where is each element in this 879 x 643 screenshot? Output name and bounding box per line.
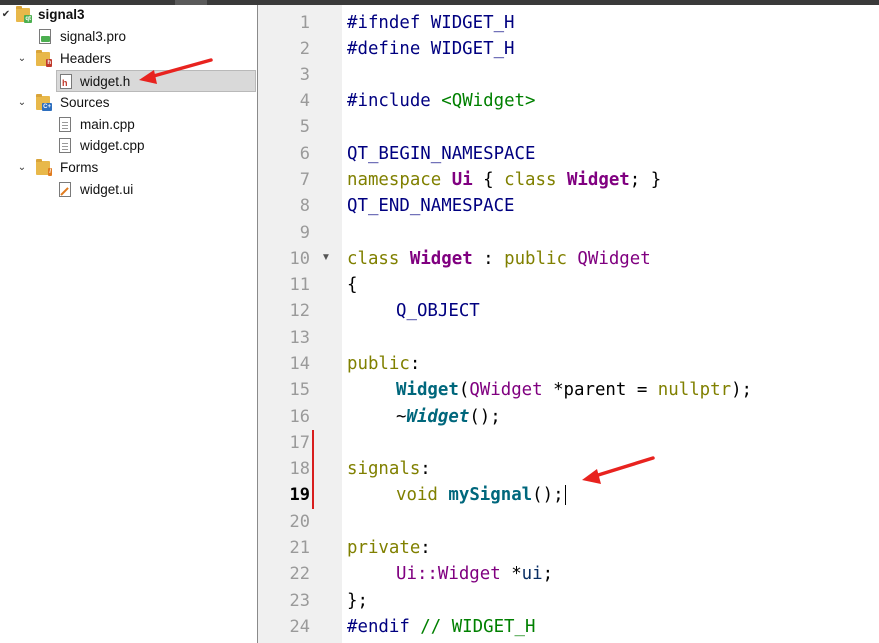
code-line: #define WIDGET_H — [347, 39, 515, 59]
code-line: Q_OBJECT — [396, 301, 480, 321]
tree-item-forms[interactable]: ⌄ / Forms — [0, 157, 257, 179]
tree-item-widget-ui[interactable]: widget.ui — [0, 179, 257, 201]
project-folder-icon: qt — [16, 6, 32, 23]
top-bar-segment — [175, 0, 207, 5]
tree-item-widget-h[interactable]: h widget.h — [56, 70, 256, 92]
ui-file-icon — [59, 182, 71, 197]
code-line: #include <QWidget> — [347, 91, 536, 111]
line-number: 17 — [289, 433, 310, 453]
modified-lines-marker — [312, 430, 314, 509]
code-line: signals: — [347, 459, 431, 479]
forms-label: Forms — [60, 160, 99, 175]
line-number: 9 — [299, 223, 310, 243]
chevron-down-icon[interactable]: ⌄ — [17, 162, 27, 173]
code-line: Ui::Widget *ui; — [396, 564, 554, 584]
tree-item-sources[interactable]: ⌄ C+ Sources — [0, 92, 257, 114]
project-name: signal3 — [38, 7, 85, 22]
code-line: namespace Ui { class Widget; } — [347, 170, 662, 190]
tree-item-main-cpp[interactable]: main.cpp — [0, 114, 257, 136]
tree-item-pro-file[interactable]: signal3.pro — [0, 26, 257, 48]
code-line: public: — [347, 354, 421, 374]
tree-item-headers[interactable]: ⌄ h Headers — [0, 48, 257, 70]
line-number: 6 — [299, 144, 310, 164]
line-number: 3 — [299, 65, 310, 85]
line-number: 16 — [289, 407, 310, 427]
code-line: QT_END_NAMESPACE — [347, 196, 515, 216]
sources-folder-icon: C+ — [36, 94, 52, 111]
line-number: 22 — [289, 564, 310, 584]
main-cpp-label: main.cpp — [80, 117, 135, 132]
forms-folder-icon: / — [36, 159, 52, 176]
top-bar — [0, 0, 879, 5]
line-number: 11 — [289, 275, 310, 295]
line-number-current: 19 — [289, 485, 310, 505]
tree-item-widget-cpp[interactable]: widget.cpp — [0, 135, 257, 157]
headers-folder-icon: h — [36, 50, 52, 67]
line-number: 12 — [289, 301, 310, 321]
line-number-gutter — [258, 5, 342, 643]
cpp-file-icon — [59, 117, 71, 132]
line-number: 10 — [289, 249, 310, 269]
line-number: 2 — [299, 39, 310, 59]
code-line: #endif // WIDGET_H — [347, 617, 536, 637]
line-number: 13 — [289, 328, 310, 348]
widget-h-label: widget.h — [80, 74, 131, 89]
project-tree — [0, 5, 258, 643]
tree-item-project-root[interactable]: ✔ qt signal3 — [0, 4, 257, 26]
code-line-current: void mySignal(); — [347, 482, 567, 508]
line-number: 21 — [289, 538, 310, 558]
chevron-down-icon[interactable]: ⌄ — [17, 53, 27, 64]
annotation-arrow-tree — [139, 58, 213, 84]
chevron-down-icon[interactable]: ⌄ — [17, 97, 27, 108]
code-line: ~Widget(); — [396, 407, 501, 427]
code-line: class Widget : public QWidget — [347, 249, 651, 269]
widget-ui-label: widget.ui — [80, 182, 134, 197]
line-number: 18 — [289, 459, 310, 479]
pro-file-label: signal3.pro — [60, 29, 127, 44]
sources-label: Sources — [60, 95, 110, 110]
code-line: private: — [347, 538, 431, 558]
line-number: 20 — [289, 512, 310, 532]
line-number: 5 — [299, 117, 310, 137]
line-number: 15 — [289, 380, 310, 400]
widget-cpp-label: widget.cpp — [80, 138, 145, 153]
line-number: 24 — [289, 617, 310, 637]
chevron-down-icon[interactable]: ✔ — [1, 9, 11, 20]
line-number: 14 — [289, 354, 310, 374]
line-number: 8 — [299, 196, 310, 216]
header-file-icon: h — [60, 74, 72, 89]
code-editor[interactable] — [342, 5, 879, 643]
code-line: { — [347, 275, 358, 295]
annotation-arrow-code — [582, 456, 655, 484]
code-line: #ifndef WIDGET_H — [347, 13, 515, 33]
line-number: 4 — [299, 91, 310, 111]
fold-arrow-icon[interactable]: ▼ — [321, 252, 331, 263]
text-cursor — [564, 485, 567, 505]
cpp-file-icon — [59, 138, 71, 153]
code-line: Widget(QWidget *parent = nullptr); — [396, 380, 753, 400]
line-number: 23 — [289, 591, 310, 611]
line-number: 7 — [299, 170, 310, 190]
headers-label: Headers — [60, 51, 112, 66]
code-line: QT_BEGIN_NAMESPACE — [347, 144, 536, 164]
pro-file-icon — [39, 29, 51, 44]
code-line: }; — [347, 591, 368, 611]
line-number: 1 — [299, 13, 310, 33]
